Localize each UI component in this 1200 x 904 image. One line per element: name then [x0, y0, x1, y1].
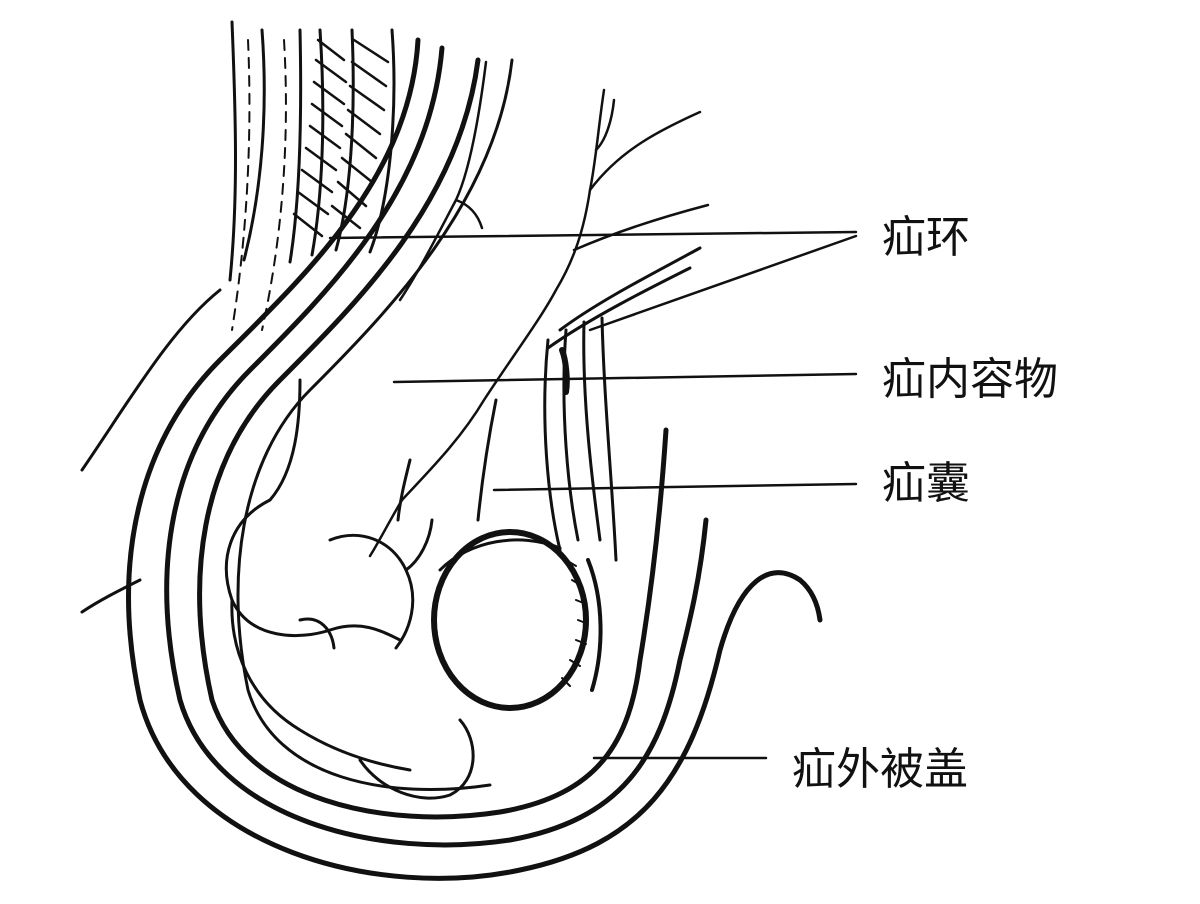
body-contour [80, 288, 222, 472]
leader-hernia-ring-1 [328, 230, 858, 240]
dashed-fascia-lines [231, 39, 287, 331]
label-hernia-ring: 疝环 [882, 212, 970, 263]
leader-hernia-contents [392, 372, 858, 384]
label-hernia-sac: 疝囊 [882, 458, 970, 509]
thigh-line [80, 578, 142, 614]
vessels [368, 60, 710, 558]
hernia-contents-bowel [224, 378, 475, 800]
hatched-muscle-band [292, 38, 390, 238]
spermatic-cord [543, 316, 618, 562]
testis [431, 529, 603, 711]
hernia-sac-outline [476, 398, 498, 522]
label-hernia-coverings: 疝外被盖 [792, 744, 968, 795]
leader-hernia-sac [492, 482, 858, 492]
hernia-coverings-layers [126, 37, 823, 881]
inner-coverings [236, 58, 702, 791]
leader-lines [328, 230, 858, 760]
label-hernia-contents: 疝内容物 [882, 354, 1058, 405]
leader-hernia-ring-2 [588, 234, 858, 332]
